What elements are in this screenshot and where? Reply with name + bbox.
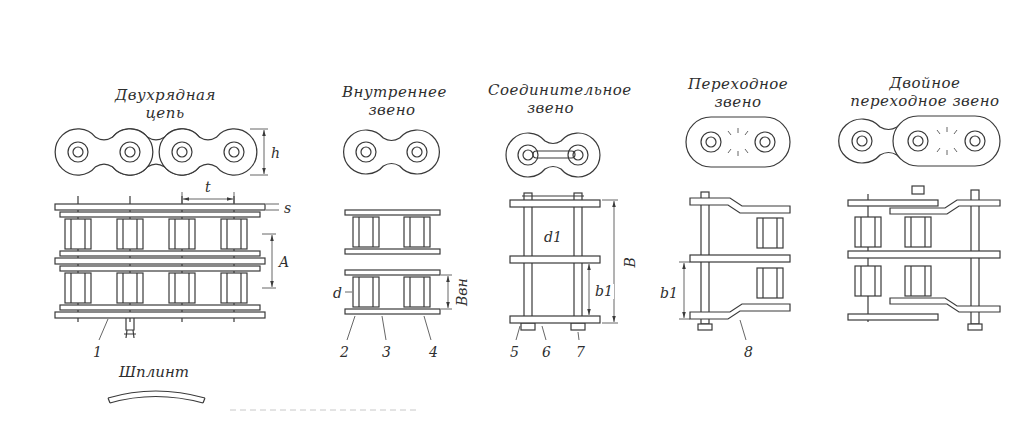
label-anchor: d <box>332 284 343 300</box>
label-anchor: t <box>204 178 212 194</box>
callout-number: 7 <box>576 345 585 360</box>
label-anchor: b1 <box>659 284 679 300</box>
label-anchor: 6 <box>542 343 551 359</box>
label-anchor: A <box>278 253 291 269</box>
dimension-label: b1 <box>659 286 679 301</box>
label-anchor: Шплинт <box>119 363 190 380</box>
label-anchor: 7 <box>576 343 585 359</box>
view-title: Двойное переходное звено <box>850 74 1000 110</box>
label-anchor: b1 <box>594 282 614 298</box>
connecting-link-side-view <box>510 193 618 340</box>
label-anchor: Двойное переходное звено <box>850 74 1000 110</box>
dimension-label: B <box>623 256 638 268</box>
callout-number: 1 <box>93 345 102 360</box>
label-anchor: Двухрядная цепь <box>115 86 215 122</box>
transitional-link-side-view <box>679 192 790 340</box>
callout-number: 4 <box>429 345 438 360</box>
inner-link-side-view <box>345 210 452 340</box>
transitional-link-top-view <box>686 117 790 167</box>
view-title: Переходное звено <box>688 75 788 111</box>
dimension-label: t <box>204 180 212 195</box>
view-title: Соединительное звено <box>488 81 613 117</box>
double-transitional-link-top-view <box>839 116 1000 166</box>
part-name: Шплинт <box>119 364 189 381</box>
label-anchor: s <box>283 199 293 215</box>
label-anchor: 8 <box>744 343 753 359</box>
label-anchor: 1 <box>93 343 102 359</box>
callout-number: 3 <box>382 345 391 360</box>
callout-number: 6 <box>542 345 551 360</box>
view-title: Внутреннее звено <box>342 83 442 119</box>
dimension-label: d <box>332 286 343 301</box>
label-anchor: 4 <box>429 343 438 359</box>
callout-number: 5 <box>510 345 519 360</box>
dimension-label: Bвн <box>455 277 470 307</box>
dimension-label: d1 <box>543 230 563 245</box>
label-anchor: 2 <box>340 343 349 359</box>
view-title: Двухрядная цепь <box>115 86 215 122</box>
dimension-label: A <box>278 255 290 270</box>
callout-number: 2 <box>340 345 349 360</box>
dimension-label: s <box>283 201 292 216</box>
double-chain-side-view <box>55 192 279 340</box>
label-anchor: 3 <box>382 343 391 359</box>
label-anchor: 5 <box>510 343 519 359</box>
label-anchor: Bвн <box>453 277 469 307</box>
callout-number: 8 <box>744 345 753 360</box>
label-anchor: d1 <box>543 228 563 244</box>
dimension-label: b1 <box>594 284 614 299</box>
double-transitional-link-side-view <box>848 186 1000 330</box>
label-anchor: Внутреннее звено <box>342 83 442 119</box>
dimension-label: h <box>270 146 281 161</box>
connecting-link-top-view <box>506 133 600 177</box>
inner-link-top-view <box>344 130 440 174</box>
label-anchor: h <box>270 144 282 160</box>
label-anchor: Соединительное звено <box>488 81 613 117</box>
double-chain-top-view <box>55 129 268 175</box>
label-anchor: Переходное звено <box>688 75 788 111</box>
cotter-pin <box>108 391 205 403</box>
label-anchor: B <box>621 256 637 269</box>
